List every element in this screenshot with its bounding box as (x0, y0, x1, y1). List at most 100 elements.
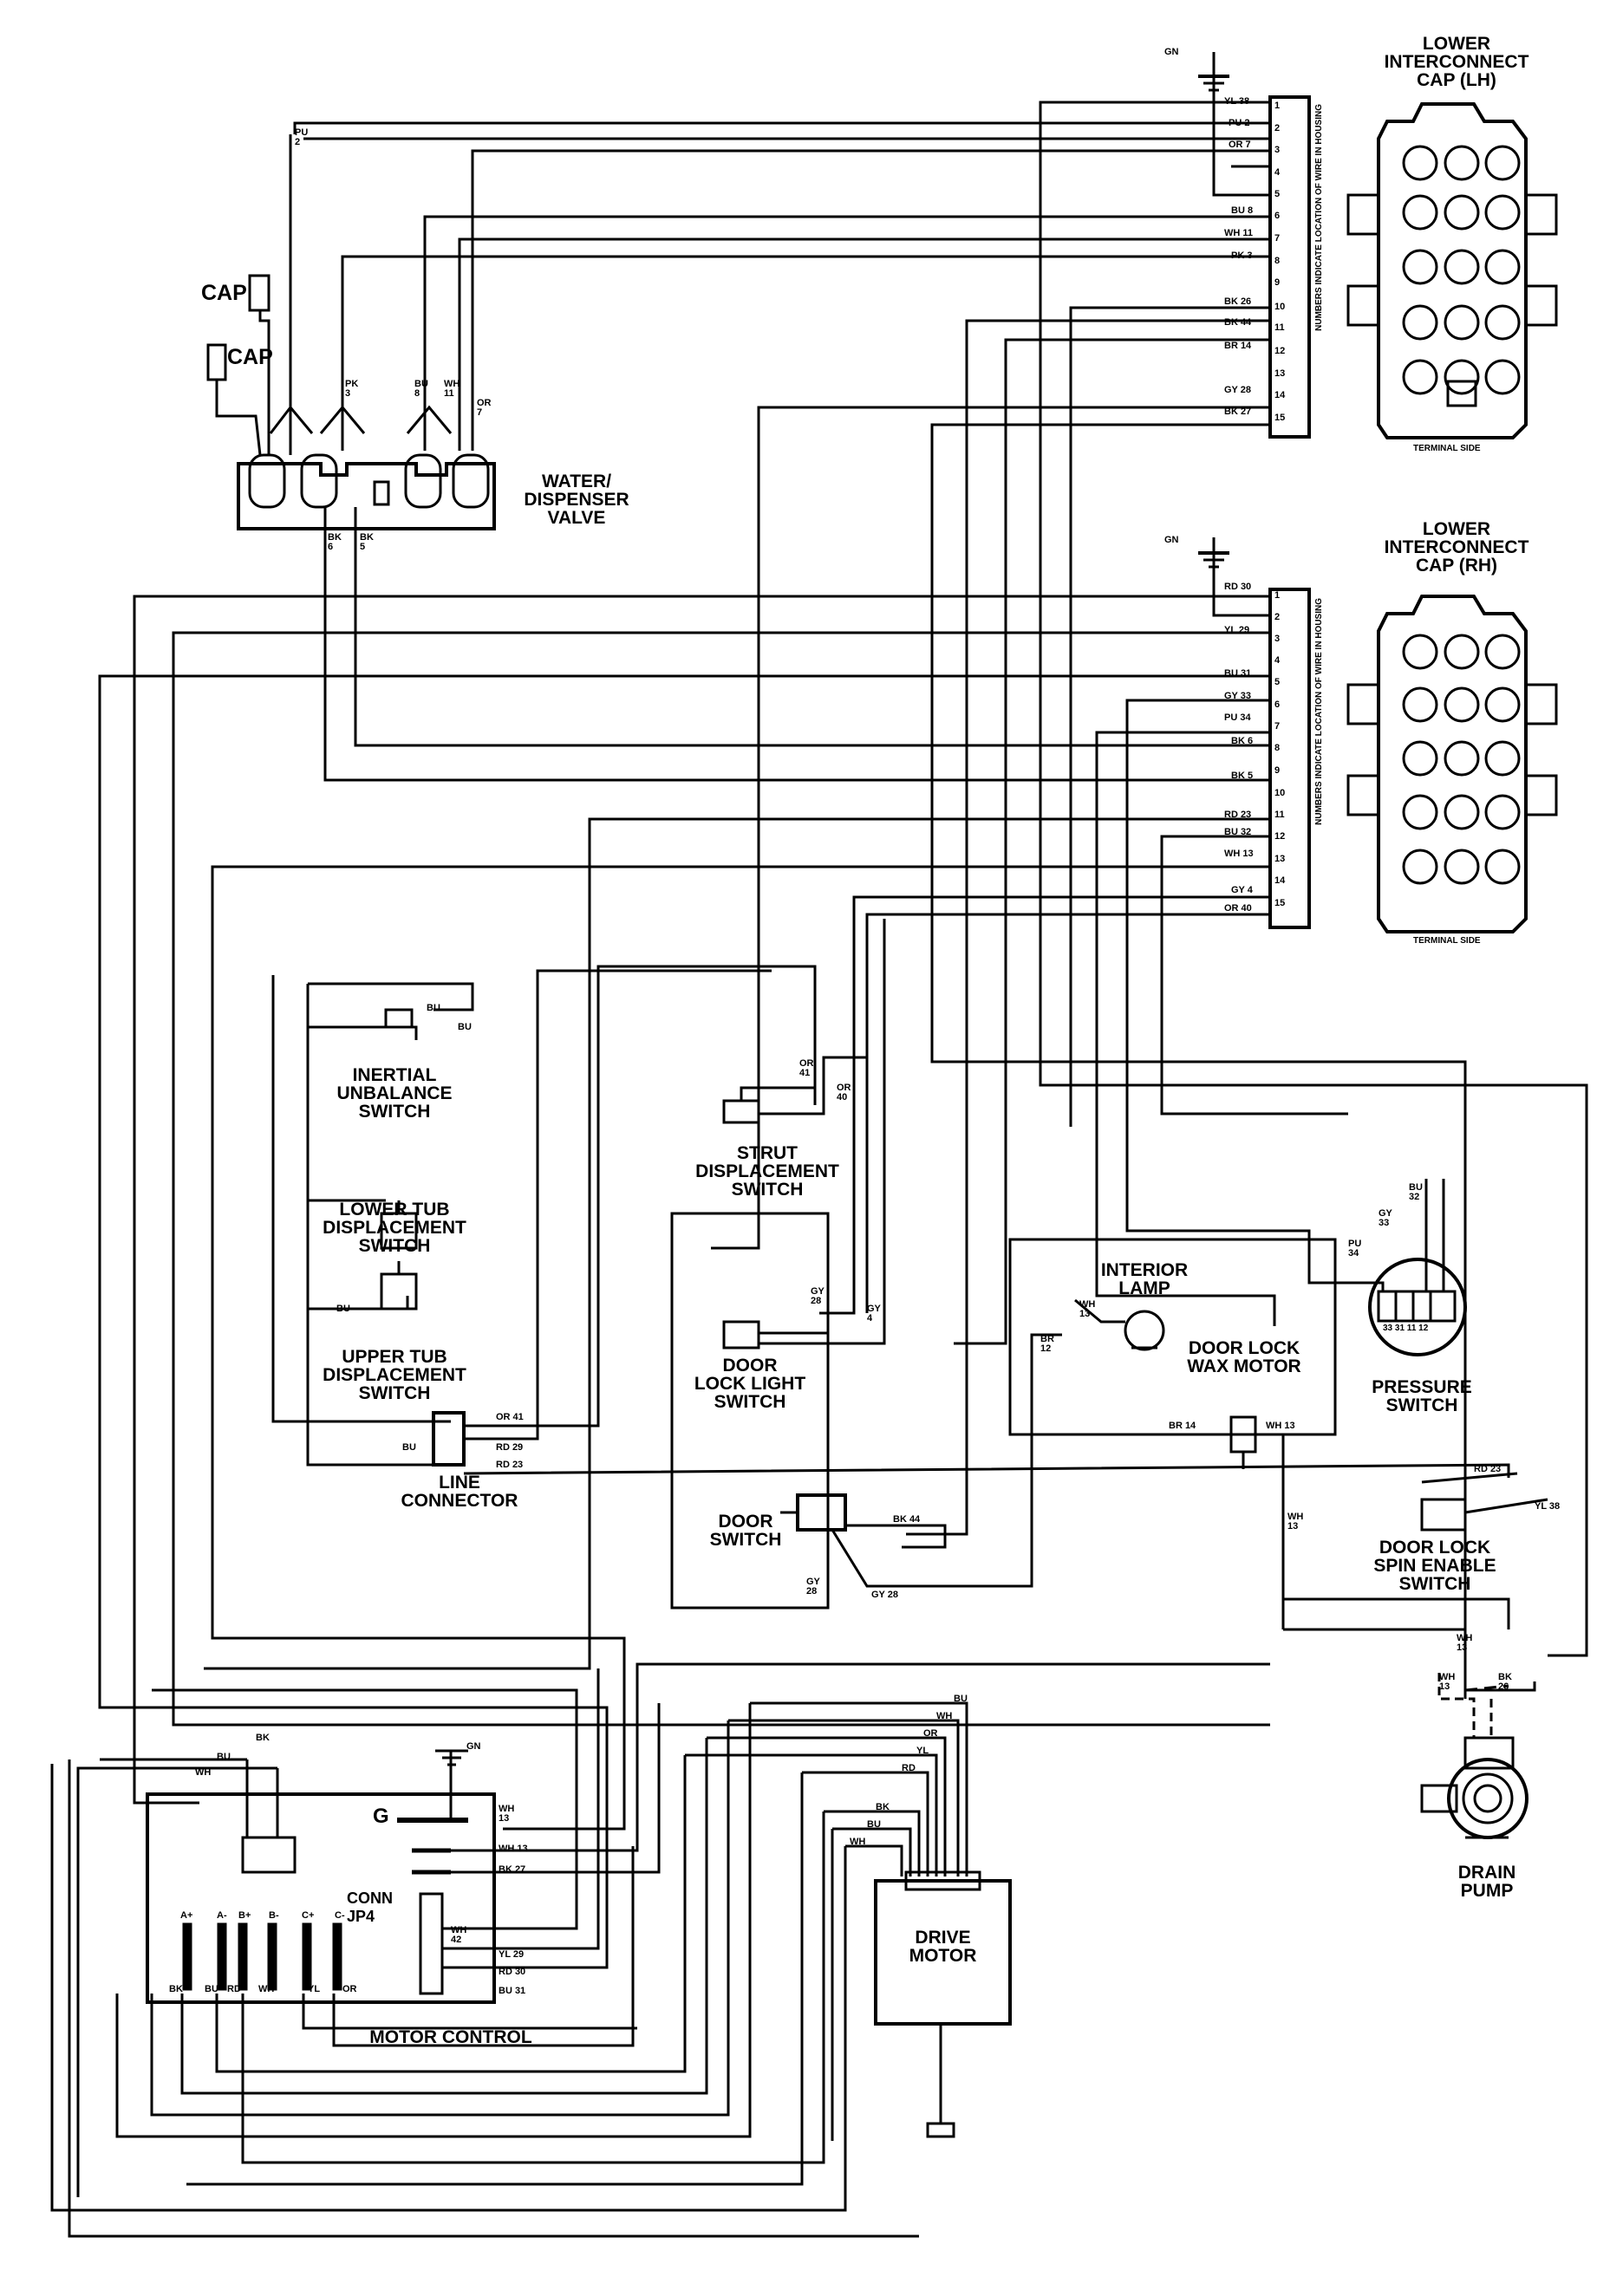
rh-pin-12: 12 (1274, 831, 1286, 842)
lh-pin-10: 10 (1274, 302, 1286, 312)
housing-note-lh: NUMBERS INDICATE LOCATION OF WIRE IN HOU… (1314, 104, 1324, 331)
rh-pin-9: 9 (1274, 765, 1281, 776)
spin-enable-wire (1421, 1472, 1518, 1484)
wire-wax-br14: BR 14 (1169, 1421, 1196, 1431)
wire-jp4-bu31: BU 31 (499, 1986, 526, 1996)
lh-pin-12: 12 (1274, 346, 1286, 356)
rh-pin-5: 5 (1274, 677, 1281, 687)
drive-motor-drawing (685, 1701, 1012, 2138)
wire-line-or41: OR 41 (496, 1412, 524, 1422)
ground-g-label: G (373, 1805, 389, 1828)
rh-ground-label: GN (1164, 535, 1179, 545)
term-rd: RD (227, 1984, 241, 1994)
wire-inertial-bu-a: BU (427, 1003, 440, 1013)
dm-wire-bu: BU (954, 1694, 968, 1704)
term-yl: YL (308, 1984, 321, 1994)
terminal-side-rh: TERMINAL SIDE (1413, 936, 1481, 946)
rh-wire-11: RD 23 (1224, 810, 1252, 820)
rh-wire-9: BK 5 (1231, 771, 1254, 781)
lh-wire-7: WH 11 (1224, 228, 1254, 238)
capacitor-label-2: CAP (227, 345, 273, 369)
lh-wire-1: YL 38 (1224, 96, 1250, 107)
rh-pin-1: 1 (1274, 590, 1281, 601)
ps-terminals: 33 31 11 12 (1383, 1324, 1429, 1333)
rh-pin-15: 15 (1274, 898, 1286, 908)
term-b-minus: B- (269, 1910, 279, 1921)
lh-pin-1: 1 (1274, 101, 1281, 111)
lh-wire-14: GY 28 (1224, 385, 1251, 395)
lh-wire-8: PK 3 (1231, 250, 1253, 261)
lh-pin-3: 3 (1274, 145, 1281, 155)
term-bk: BK (169, 1984, 183, 1994)
valve-wires (269, 121, 1270, 782)
rh-pin-3: 3 (1274, 634, 1281, 644)
rh-wires (98, 595, 1348, 1863)
rh-wire-6: GY 33 (1224, 691, 1251, 701)
lh-wire-12: BR 14 (1224, 341, 1252, 351)
wire-line-bu: BU (402, 1442, 416, 1453)
rh-wire-12: BU 32 (1224, 827, 1252, 837)
dm-wire-yl: YL (916, 1746, 929, 1756)
lh-pin-11: 11 (1274, 322, 1285, 333)
dm-wire-rd: RD (902, 1763, 916, 1773)
motor-control-drawing (68, 1662, 1270, 2238)
wire-ds-gy28b: GY 28 (871, 1590, 898, 1600)
lh-wire-2: PU 2 (1229, 118, 1250, 128)
lh-wire-15: BK 27 (1224, 407, 1252, 417)
lh-wire-6: BU 8 (1231, 205, 1254, 216)
strut-switch (722, 927, 869, 1124)
term-or: OR (342, 1984, 357, 1994)
rh-pin-4: 4 (1274, 655, 1281, 666)
lh-pin-9: 9 (1274, 277, 1281, 288)
wire-inertial-bu-b: BU (458, 1022, 472, 1032)
rh-wire-13: WH 13 (1224, 849, 1254, 859)
lh-pin-6: 6 (1274, 211, 1281, 221)
door-switch (780, 1333, 1062, 1608)
lh-wires (711, 101, 1588, 1692)
term-bu: BU (205, 1984, 218, 1994)
term-c-minus: C- (335, 1910, 345, 1921)
wire-lower-bu: BU (336, 1304, 350, 1314)
dm-wire-or: OR (923, 1728, 938, 1739)
rh-pin-11: 11 (1274, 810, 1285, 820)
cap-rh-drawing (1346, 595, 1558, 933)
wire-mc-bk27: BK 27 (499, 1864, 526, 1875)
capacitor-label-1: CAP (201, 281, 247, 305)
rh-pin-6: 6 (1274, 699, 1281, 710)
rh-pin-10: 10 (1274, 788, 1286, 798)
connector-rh-housing (1198, 537, 1311, 929)
term-a-plus: A+ (180, 1910, 193, 1921)
dm-wire-bk: BK (876, 1802, 890, 1812)
lower-harness (50, 1668, 847, 2212)
rh-wire-1: RD 30 (1224, 582, 1252, 592)
rh-wire-7: PU 34 (1224, 712, 1251, 723)
lh-pin-7: 7 (1274, 233, 1281, 244)
term-wh: WH (258, 1984, 275, 1994)
wire-wax-wh13: WH 13 (1266, 1421, 1295, 1431)
wire-spin-rd23: RD 23 (1474, 1464, 1502, 1474)
rh-pin-8: 8 (1274, 743, 1281, 753)
